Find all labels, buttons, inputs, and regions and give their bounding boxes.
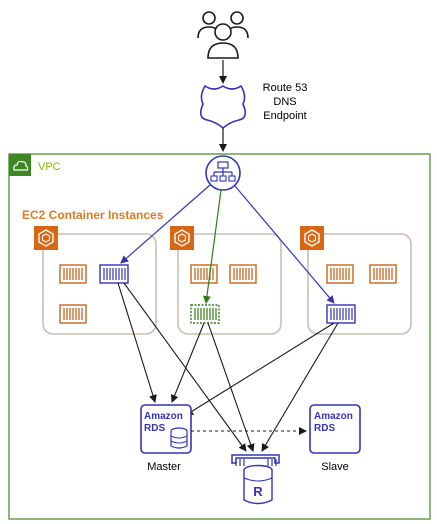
ecs-cube-icon xyxy=(33,225,59,251)
route53-label-line2: DNS xyxy=(273,96,296,108)
container-icon xyxy=(59,264,87,284)
task-to-cache-arrow xyxy=(261,322,339,452)
ec2-container-instances-label: EC2 Container Instances xyxy=(22,208,164,222)
rds-database-icon xyxy=(309,404,361,454)
rds-master-caption: Master xyxy=(147,461,181,473)
vpc-boundary xyxy=(8,153,431,520)
task-to-cache-arrow xyxy=(123,282,247,452)
container-icon xyxy=(190,264,218,284)
route53-label-line1: Route 53 xyxy=(263,82,308,94)
lb-to-instance2-arrow xyxy=(202,189,222,304)
rds-database-icon xyxy=(140,404,192,454)
rds-slave-brand-line1: Amazon xyxy=(314,411,353,422)
container-icon xyxy=(99,264,129,284)
task-to-rds-arrow xyxy=(170,322,205,403)
redis-letter: R xyxy=(253,484,263,499)
ecs-cube-icon xyxy=(299,225,325,251)
rds-master-brand-line1: Amazon xyxy=(144,411,183,422)
ec2-instance-3 xyxy=(307,233,412,335)
rds-slave-caption: Slave xyxy=(321,461,349,473)
ec2-instance-1 xyxy=(42,233,157,335)
ecs-cube-icon xyxy=(169,225,195,251)
task-to-rds-arrow xyxy=(117,282,157,403)
vpc-cloud-icon xyxy=(9,154,31,176)
container-icon xyxy=(369,264,397,284)
lb-to-instance3-arrow xyxy=(234,185,335,304)
container-icon xyxy=(229,264,257,284)
rds-slave-brand-line2: RDS xyxy=(314,423,335,434)
route53-shield-icon xyxy=(199,84,247,130)
rds-master-brand-line2: RDS xyxy=(144,423,165,434)
ec2-instance-2 xyxy=(177,233,282,335)
container-icon xyxy=(326,304,356,324)
container-icon xyxy=(326,264,354,284)
route53-label-line3: Endpoint xyxy=(263,110,306,122)
load-balancer-icon xyxy=(205,155,241,191)
elasticache-redis-icon xyxy=(231,454,280,505)
container-icon xyxy=(59,304,87,324)
vpc-label: VPC xyxy=(38,161,61,173)
lb-to-instance1-arrow xyxy=(120,184,211,264)
task-to-rds-arrow xyxy=(185,322,335,416)
container-icon xyxy=(190,304,220,324)
users-icon xyxy=(197,11,249,59)
